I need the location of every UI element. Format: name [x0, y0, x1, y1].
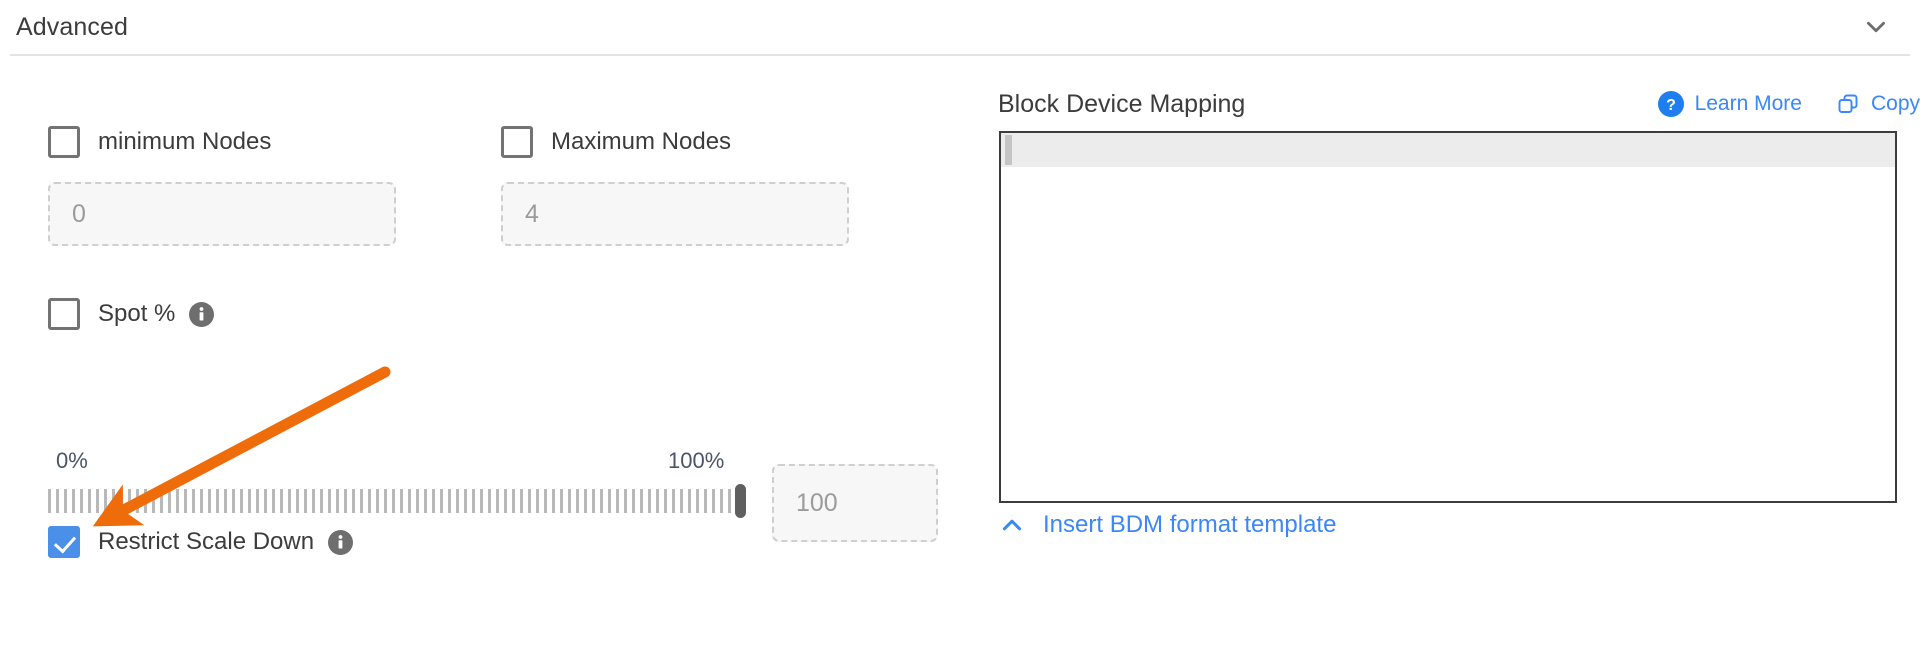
left-column: minimum Nodes Maximum Nodes Spot %: [0, 56, 960, 656]
editor-gutter: [1005, 135, 1012, 165]
slider-min-label: 0%: [56, 448, 88, 473]
spot-percent-slider-group: 0% 100%: [48, 448, 748, 518]
block-device-mapping-title: Block Device Mapping: [998, 89, 1246, 118]
insert-bdm-template-link[interactable]: Insert BDM format template: [999, 511, 1336, 539]
spot-percent-checkbox[interactable]: [48, 298, 80, 330]
copy-link[interactable]: Copy: [1836, 92, 1920, 116]
header-divider: [10, 54, 1910, 56]
info-glyph: [338, 534, 343, 548]
restrict-scale-down-info-icon[interactable]: [328, 529, 354, 555]
collapse-section-button[interactable]: [1854, 7, 1898, 47]
slider-scale-labels: 0% 100%: [48, 448, 748, 480]
minimum-nodes-row: minimum Nodes: [48, 126, 271, 158]
minimum-nodes-label: minimum Nodes: [98, 128, 272, 155]
chevron-up-icon: [1002, 519, 1022, 531]
learn-more-link[interactable]: ? Learn More: [1657, 91, 1802, 117]
svg-text:?: ?: [1666, 97, 1676, 114]
minimum-nodes-checkbox[interactable]: [48, 126, 80, 158]
copy-label: Copy: [1870, 92, 1920, 115]
minimum-nodes-input[interactable]: 0: [48, 182, 396, 246]
copy-icon: [1838, 94, 1858, 113]
spot-percent-row: Spot %: [48, 298, 215, 330]
question-mark-glyph: ?: [1666, 97, 1676, 114]
maximum-nodes-checkbox[interactable]: [501, 126, 533, 158]
restrict-scale-down-label: Restrict Scale Down: [98, 528, 315, 555]
spot-percent-value-input[interactable]: 100: [772, 464, 938, 542]
help-circle-icon: ?: [1657, 91, 1684, 117]
info-glyph: [199, 306, 204, 320]
maximum-nodes-input[interactable]: 4: [501, 182, 849, 246]
right-column: Block Device Mapping ? Learn More Copy: [998, 56, 1920, 656]
slider-thumb[interactable]: [735, 484, 746, 518]
spot-percent-slider[interactable]: [48, 484, 746, 518]
chevron-down-icon: [1867, 21, 1885, 33]
spot-percent-info-icon[interactable]: [189, 301, 215, 327]
restrict-scale-down-row: Restrict Scale Down: [48, 526, 354, 558]
spot-percent-label: Spot %: [98, 300, 176, 327]
restrict-scale-down-checkbox[interactable]: [48, 526, 80, 558]
learn-more-label: Learn More: [1694, 92, 1802, 115]
insert-bdm-template-label: Insert BDM format template: [1043, 511, 1337, 538]
block-device-mapping-header: Block Device Mapping ? Learn More Copy: [998, 86, 1920, 122]
maximum-nodes-row: Maximum Nodes: [501, 126, 731, 158]
block-device-mapping-editor[interactable]: [999, 131, 1897, 503]
maximum-nodes-label: Maximum Nodes: [551, 128, 732, 155]
page-title: Advanced: [16, 12, 128, 41]
editor-active-line-highlight: [1001, 133, 1895, 167]
section-header: Advanced: [0, 0, 1920, 54]
slider-tick-marks: [48, 489, 738, 513]
slider-max-label: 100%: [668, 448, 725, 473]
